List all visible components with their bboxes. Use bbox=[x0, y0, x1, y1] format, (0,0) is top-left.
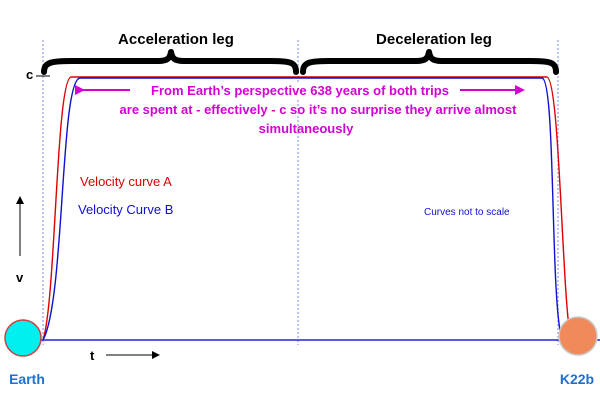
velocity-curve-a-label: Velocity curve A bbox=[80, 174, 172, 189]
k22b-icon bbox=[558, 316, 598, 356]
deceleration-leg-label: Deceleration leg bbox=[376, 31, 492, 48]
velocity-curve-a bbox=[42, 76, 572, 341]
c-label: c bbox=[26, 67, 33, 82]
time-axis-label: t bbox=[90, 348, 95, 363]
earth-label: Earth bbox=[9, 371, 45, 387]
velocity-axis-label: v bbox=[16, 270, 24, 285]
velocity-curve-b bbox=[42, 77, 563, 341]
k22b-label: K22b bbox=[560, 371, 594, 387]
deceleration-brace bbox=[300, 49, 559, 75]
scale-note: Curves not to scale bbox=[424, 207, 510, 218]
acceleration-brace bbox=[41, 49, 299, 75]
annotation-line-2: are spent at - effectively - c so it’s n… bbox=[120, 102, 518, 117]
velocity-curve-b-label: Velocity Curve B bbox=[78, 202, 173, 217]
acceleration-leg-label: Acceleration leg bbox=[118, 31, 234, 48]
earth-icon bbox=[4, 319, 42, 357]
annotation-arrow-gap bbox=[130, 82, 460, 98]
annotation-line-3: simultaneously bbox=[259, 121, 354, 136]
annotation-line-1: From Earth’s perspective 638 years of bo… bbox=[151, 83, 449, 98]
